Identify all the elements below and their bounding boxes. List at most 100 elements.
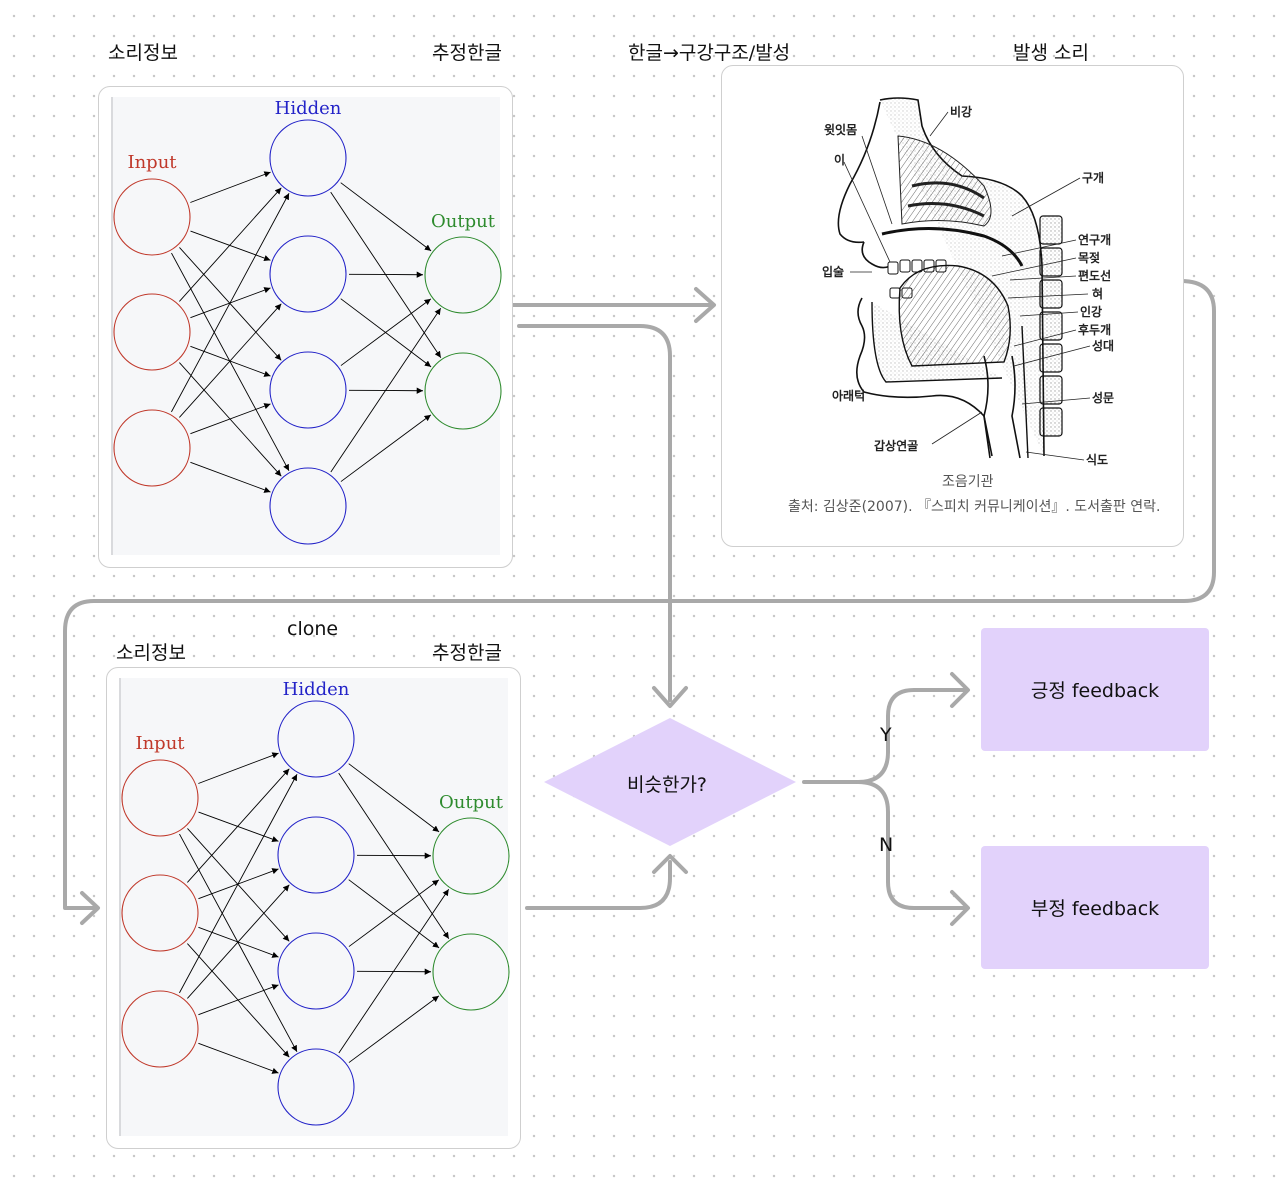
input-node [113, 409, 191, 487]
nn-edge [190, 403, 271, 435]
nn-edge [198, 926, 279, 958]
output-layer-label: Output [431, 211, 496, 232]
arrowhead-decision-no [950, 890, 970, 926]
label-uvula: 목젖 [1078, 250, 1100, 265]
label-pharynx: 인강 [1080, 304, 1102, 319]
top-output-label: 추정한글 [432, 42, 502, 64]
palate [881, 226, 1024, 267]
nn-edge [348, 879, 440, 949]
nn-edge [348, 763, 440, 833]
decision-question: 비슷한가? [627, 774, 708, 796]
clone-label: clone [287, 618, 339, 640]
hidden-node [269, 351, 347, 429]
input-layer-label: Input [135, 733, 185, 754]
nn-edge [187, 943, 290, 1058]
arrowhead-clone-to-decision [652, 854, 688, 874]
label-soft-palate: 연구개 [1078, 232, 1111, 247]
hidden-node [269, 467, 347, 545]
label-tongue: 혀 [1092, 286, 1103, 301]
hidden-node [277, 700, 355, 778]
label-lips: 입술 [822, 265, 844, 279]
label-palate: 구개 [1082, 171, 1104, 185]
arrowhead-nn-to-decision [652, 686, 688, 708]
vocal-organs-card: 비강 윗잇몸 이 구개 연구개 목젖 편도선 입술 혀 인강 후두개 성대 아래… [721, 65, 1184, 547]
hidden-node [269, 119, 347, 197]
nn-edge [190, 345, 271, 377]
yes-label: Y [880, 724, 892, 746]
hidden-node [277, 1048, 355, 1126]
negative-feedback-box: 부정 feedback [981, 846, 1209, 969]
label-teeth: 이 [834, 152, 845, 167]
decision-diamond [544, 718, 796, 846]
nn-edge [190, 230, 271, 262]
nn-edge [198, 752, 279, 784]
top-input-label: 소리정보 [108, 42, 178, 64]
nn-edge [179, 303, 282, 418]
sound-label: 발생 소리 [1013, 42, 1089, 64]
nn-edge [187, 828, 290, 942]
nn-edge [190, 461, 271, 493]
hidden-node [269, 235, 347, 313]
input-node [121, 990, 199, 1068]
nn-edge [179, 187, 282, 302]
input-node [113, 293, 191, 371]
nn-edge [179, 362, 282, 477]
hidden-node [277, 816, 355, 894]
nn-edge [198, 984, 279, 1016]
spine [1039, 215, 1063, 437]
arrow-nn-to-decision [517, 324, 672, 702]
anatomy-caption-source: 출처: 김상준(2007). 『스피치 커뮤니케이션』. 도서출판 연락. [788, 499, 1161, 515]
transform-label: 한글→구강구조/발성 [628, 42, 791, 64]
label-glottis: 성문 [1092, 391, 1114, 405]
hidden-layer-label: Hidden [275, 98, 342, 119]
nn-edge [340, 182, 432, 252]
output-node [432, 933, 510, 1011]
nn-edge [198, 1042, 279, 1074]
arrow-decision-yes [856, 688, 968, 784]
no-label: N [879, 834, 894, 856]
arrow-clone-to-decision [525, 860, 672, 910]
arrowhead-anatomy-to-clone [80, 891, 100, 925]
anatomy-caption-title: 조음기관 [942, 474, 994, 490]
nn-canvas [119, 678, 508, 1136]
label-epiglottis: 후두개 [1078, 322, 1111, 337]
input-node [113, 178, 191, 256]
nn-edge [340, 298, 432, 366]
nn-edge [340, 298, 432, 368]
input-node [121, 759, 199, 837]
arrow-anatomy-to-clone [63, 279, 1216, 910]
arrowhead-nn-to-anatomy [694, 287, 716, 323]
negative-feedback-label: 부정 feedback [1030, 898, 1160, 920]
input-node [121, 874, 199, 952]
hidden-node [277, 932, 355, 1010]
nn-edge [179, 247, 282, 361]
label-nasal: 비강 [950, 104, 972, 119]
nn-edge [340, 414, 432, 482]
label-vocal-cords: 성대 [1092, 339, 1114, 353]
label-upper-gum: 윗잇몸 [824, 122, 857, 137]
output-node [432, 817, 510, 895]
larynx [983, 355, 1021, 459]
output-node [424, 236, 502, 314]
jaw [871, 301, 1003, 383]
nn-edge [179, 833, 298, 1053]
nn-edge [198, 811, 279, 843]
nn-edge [348, 879, 440, 947]
label-tonsil: 편도선 [1078, 268, 1111, 283]
label-esophagus: 식도 [1086, 452, 1108, 466]
nn-edge [190, 171, 271, 203]
nn-edge [179, 774, 298, 994]
nn-canvas [111, 97, 500, 555]
nn-edge [187, 768, 290, 883]
output-node [424, 352, 502, 430]
bottom-output-label: 추정한글 [432, 642, 502, 664]
positive-feedback-label: 긍정 feedback [1030, 680, 1160, 702]
nn-edge [171, 193, 290, 413]
nn-edge [171, 252, 290, 472]
bottom-input-label: 소리정보 [116, 642, 186, 664]
anatomy-labels: 비강 윗잇몸 이 구개 연구개 목젖 편도선 입술 혀 인강 후두개 성대 아래… [822, 104, 1114, 466]
